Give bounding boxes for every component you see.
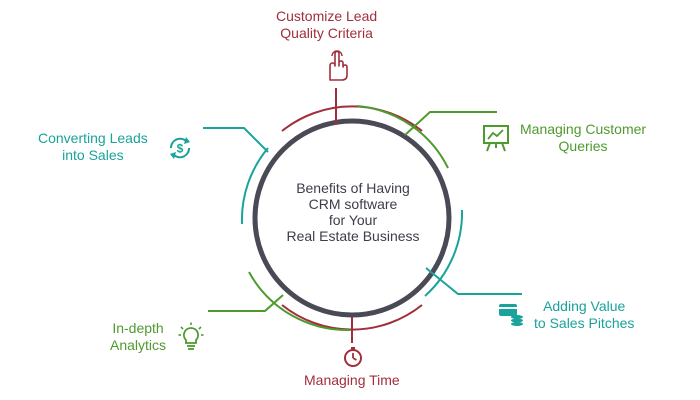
connector-converting [203,127,269,153]
center-line-2: CRM software [308,196,398,212]
pointing-hand-icon [320,50,350,87]
benefit-converting-line-1: Converting Leads [38,130,148,146]
benefit-analytics-label: In-depth Analytics [110,320,166,354]
benefit-customize-line-2: Quality Criteria [280,25,373,41]
benefit-adding-value-line-2: to Sales Pitches [534,315,635,331]
connector-adding-value [425,267,522,295]
center-ring [252,118,452,318]
benefit-customize-label: Customize Lead Quality Criteria [276,8,377,42]
center-title: Benefits of Having CRM software for Your… [258,180,448,244]
benefit-adding-value-line-1: Adding Value [543,298,626,314]
stopwatch-icon [343,346,363,373]
money-cards-icon [497,302,525,331]
connector-analytics [208,294,284,312]
benefit-converting-label: Converting Leads into Sales [38,130,148,164]
arc-top [281,105,423,132]
center-line-3: for Your [328,212,378,228]
svg-text:$: $ [177,142,184,156]
benefit-managing-queries-line-1: Managing Customer [520,121,647,137]
benefit-managing-queries-line-2: Queries [558,138,608,154]
benefit-managing-time-label: Managing Time [304,372,400,389]
arc-bottom-right [424,209,464,297]
benefit-converting-line-2: into Sales [62,147,124,163]
center-line-4: Real Estate Business [286,228,420,244]
arc-top-left [240,147,269,225]
benefit-adding-value-label: Adding Value to Sales Pitches [534,298,634,332]
benefit-analytics-line-2: Analytics [110,337,167,353]
connector-managing-queries [404,111,497,136]
arc-bottom-left [248,271,351,332]
arc-top-right [356,105,449,169]
benefit-customize-line-1: Customize Lead [276,8,378,24]
benefit-managing-queries-label: Managing Customer Queries [520,121,646,155]
dollar-cycle-icon: $ [166,134,194,167]
center-line-1: Benefits of Having [296,180,410,196]
benefit-analytics-line-1: In-depth [112,320,164,336]
presentation-board-icon [481,123,511,158]
benefit-managing-time-line-1: Managing Time [304,372,400,388]
lightbulb-icon [178,322,204,357]
